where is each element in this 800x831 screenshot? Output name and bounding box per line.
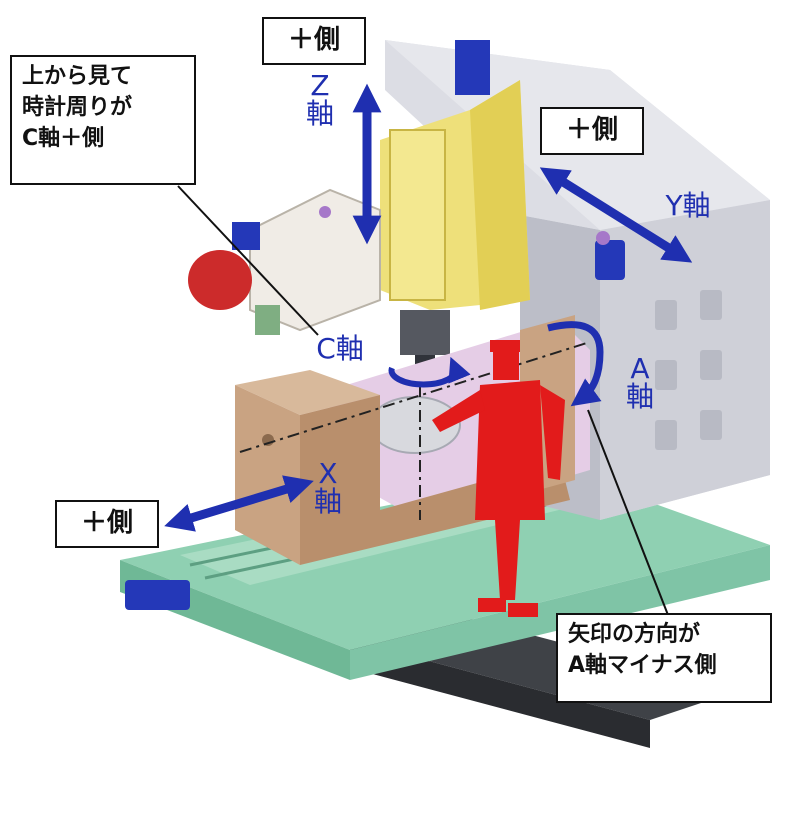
x-plus-label: ＋側: [80, 508, 133, 538]
a-note-line-2: A軸マイナス側: [568, 653, 717, 678]
axis-lines: [239, 341, 591, 520]
a-axis-rotation-arrow: [547, 321, 604, 407]
c-axis-label-text: C軸: [316, 332, 364, 365]
z-axis-label-kanji: 軸: [305, 97, 334, 130]
x-axis-label-letter: X: [318, 457, 338, 490]
a-motor-cap: [596, 231, 610, 245]
z-plus-callout: ＋側: [262, 17, 366, 65]
c-axis-note: 上から見て 時計周りが C軸＋側: [10, 55, 196, 185]
a-motor: [595, 240, 625, 280]
a-note-line-1: 矢印の方向が: [568, 622, 701, 647]
x-axis-label: X 軸: [308, 460, 348, 516]
y-axis-label-text: Y軸: [665, 189, 711, 222]
a-note-leader: [587, 409, 669, 616]
c-note-leader: [177, 185, 319, 336]
x-axis-label-kanji: 軸: [313, 485, 342, 518]
a-axis-label-letter: A: [630, 352, 650, 385]
a-axis-note: 矢印の方向が A軸マイナス側: [556, 613, 772, 703]
c-axis-label: C軸: [302, 335, 378, 363]
z-axis-label-letter: Z: [310, 69, 330, 102]
a-axis-label-kanji: 軸: [625, 380, 654, 413]
y-plus-label: ＋側: [565, 115, 618, 145]
c-note-line-2: 時計周りが: [22, 95, 133, 120]
y-plus-callout: ＋側: [540, 107, 644, 155]
x-axis-arrow: [164, 475, 314, 532]
axis-arrows: [164, 83, 693, 532]
y-axis-arrow: [539, 167, 693, 263]
tool-unit: [188, 188, 381, 335]
c-axis-rotation-arrow: [388, 356, 471, 388]
x-motor: [125, 580, 190, 610]
y-axis-label: Y軸: [652, 192, 724, 220]
x-plus-callout: ＋側: [55, 500, 159, 548]
a-axis-label: A 軸: [620, 355, 660, 411]
c-note-line-3: C軸＋側: [22, 126, 105, 151]
z-axis-label: Z 軸: [300, 72, 340, 128]
c-note-line-1: 上から見て: [22, 64, 133, 89]
operator-figure: [432, 340, 565, 617]
z-plus-label: ＋側: [287, 25, 340, 55]
